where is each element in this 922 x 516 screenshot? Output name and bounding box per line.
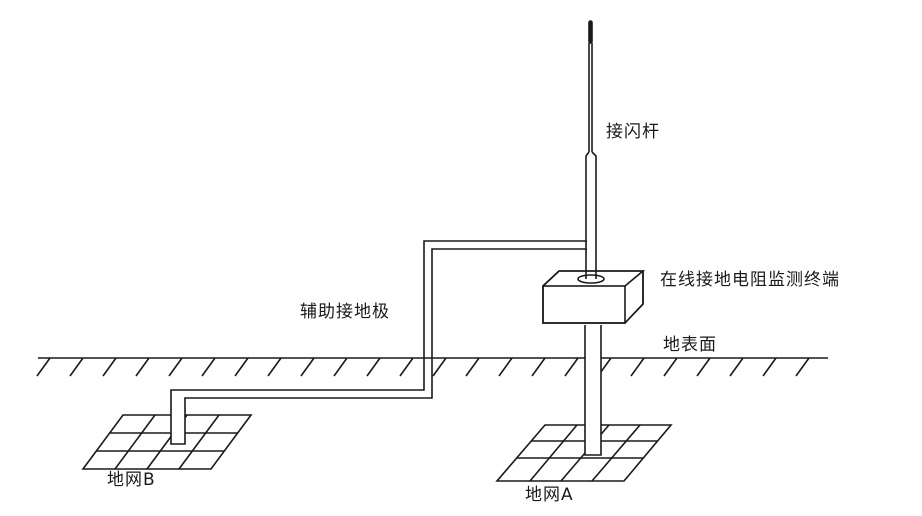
hatch-mark — [465, 357, 480, 377]
hatch-mark — [135, 357, 150, 377]
down-conductor-outline — [584, 325, 602, 456]
rod-tip — [588, 20, 593, 44]
hatch-mark — [201, 357, 216, 377]
label-grid-b: 地网B — [107, 470, 156, 490]
grid-a-vline — [591, 424, 641, 482]
label-monitor-terminal: 在线接地电阻监测终端 — [660, 270, 840, 290]
down-conductor-a — [584, 325, 602, 456]
hatch-mark — [630, 357, 645, 377]
ground-grid-a — [495, 424, 673, 482]
hatch-mark — [102, 357, 117, 377]
ground-grid-b — [81, 414, 253, 470]
hatch-mark — [663, 357, 678, 377]
label-aux-electrode: 辅助接地极 — [300, 302, 390, 322]
hatch-mark — [36, 357, 51, 377]
box-front — [542, 285, 626, 324]
box-side — [624, 271, 644, 324]
hatch-mark — [696, 357, 711, 377]
label-grid-a: 地网A — [525, 485, 574, 505]
grid-b-vline — [114, 414, 156, 470]
hatch-mark — [399, 357, 414, 377]
hatch-mark — [69, 357, 84, 377]
hatch-mark — [795, 357, 810, 377]
grid-a-outline — [495, 424, 673, 482]
hatch-mark — [168, 357, 183, 377]
hatch-mark — [531, 357, 546, 377]
hatch-mark — [498, 357, 513, 377]
hatch-mark — [300, 357, 315, 377]
hatch-mark — [729, 357, 744, 377]
hatch-mark — [333, 357, 348, 377]
lightning-rod — [585, 20, 597, 275]
hatch-mark — [432, 357, 447, 377]
aux-conductor-outline — [170, 240, 587, 445]
hatch-mark — [234, 357, 249, 377]
box-cable-hole — [577, 274, 605, 284]
ground-hatching — [36, 357, 810, 377]
label-lightning-rod: 接闪杆 — [606, 122, 660, 142]
hatch-mark — [267, 357, 282, 377]
hatch-mark — [762, 357, 777, 377]
label-ground-surface: 地表面 — [663, 335, 717, 355]
hatch-mark — [564, 357, 579, 377]
box-top — [542, 270, 646, 287]
hatch-mark — [366, 357, 381, 377]
grid-b-vline — [178, 414, 220, 470]
monitor-terminal-box — [542, 270, 646, 324]
grid-a-vline — [529, 424, 578, 482]
aux-electrode-conductor — [170, 240, 587, 445]
